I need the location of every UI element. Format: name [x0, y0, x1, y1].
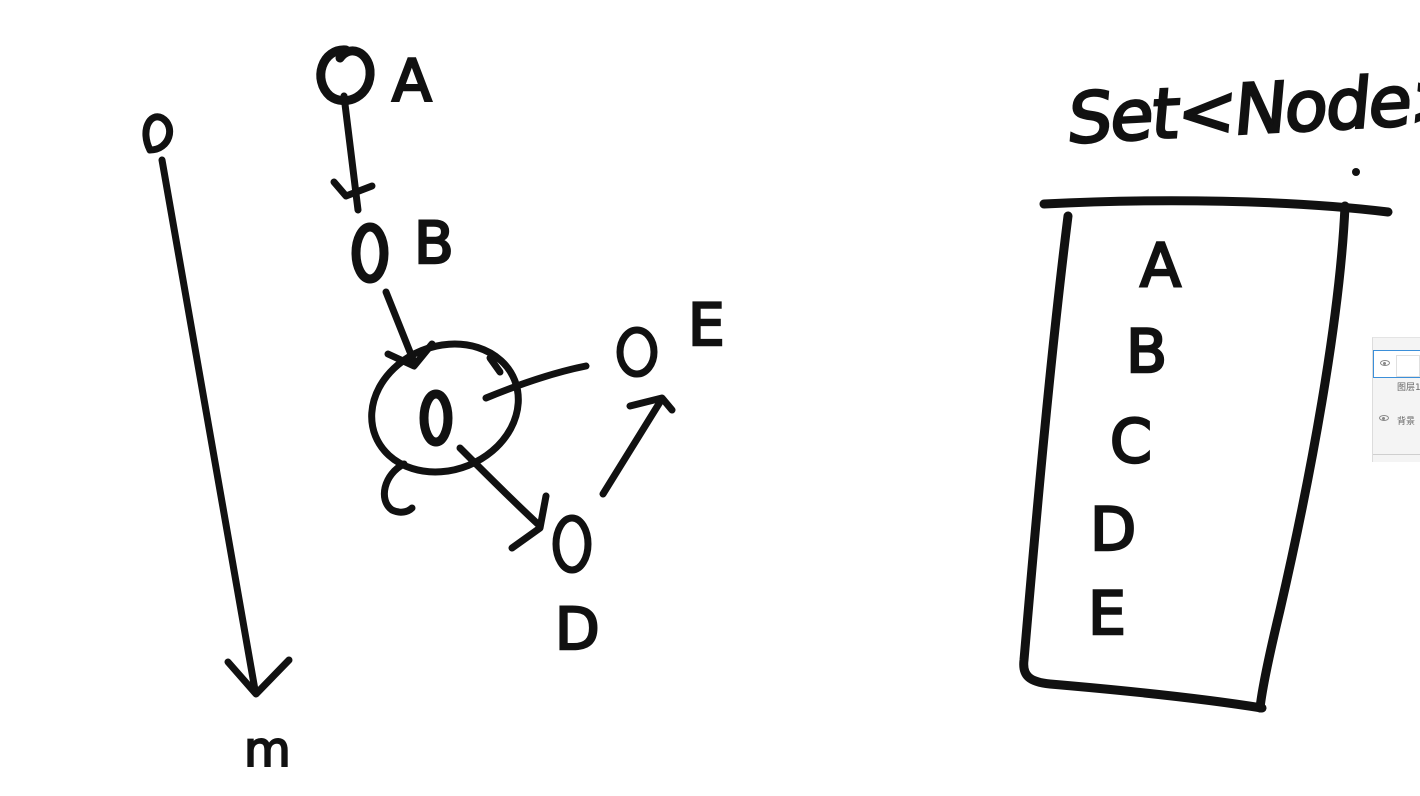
layer-row-1[interactable] [1373, 350, 1420, 378]
layer-row-2[interactable]: 背景 [1373, 406, 1420, 434]
node-d-label: D [554, 595, 601, 663]
node-e-label: E [687, 291, 726, 359]
node-e [616, 326, 658, 378]
layer-name-2: 背景 [1397, 417, 1416, 427]
set-item-c: C [1109, 407, 1153, 477]
set-item-d: D [1089, 495, 1138, 565]
edge-a-b [330, 92, 376, 214]
edge-c-d [456, 444, 550, 552]
node-d [552, 514, 592, 574]
node-a [316, 45, 375, 106]
set-item-a: A [1139, 231, 1183, 301]
layers-panel: 图层1 背景 [1372, 337, 1420, 462]
node-c [368, 340, 590, 516]
set-title: Set<Node> [1063, 56, 1420, 161]
time-arrow [142, 113, 293, 698]
layer-thumbnail [1396, 355, 1420, 377]
edge-d-e [599, 394, 676, 498]
bottom-label: m [243, 722, 292, 778]
set-item-b: B [1125, 317, 1169, 387]
eye-icon[interactable] [1380, 360, 1390, 366]
node-a-label: A [391, 47, 433, 115]
layer-name-1: 图层1 [1397, 383, 1420, 393]
node-b-label: B [413, 209, 455, 277]
node-b [351, 222, 389, 284]
eye-icon[interactable] [1379, 415, 1389, 421]
set-box [1019, 168, 1393, 713]
panel-divider [1373, 454, 1420, 455]
set-item-e: E [1087, 579, 1127, 649]
